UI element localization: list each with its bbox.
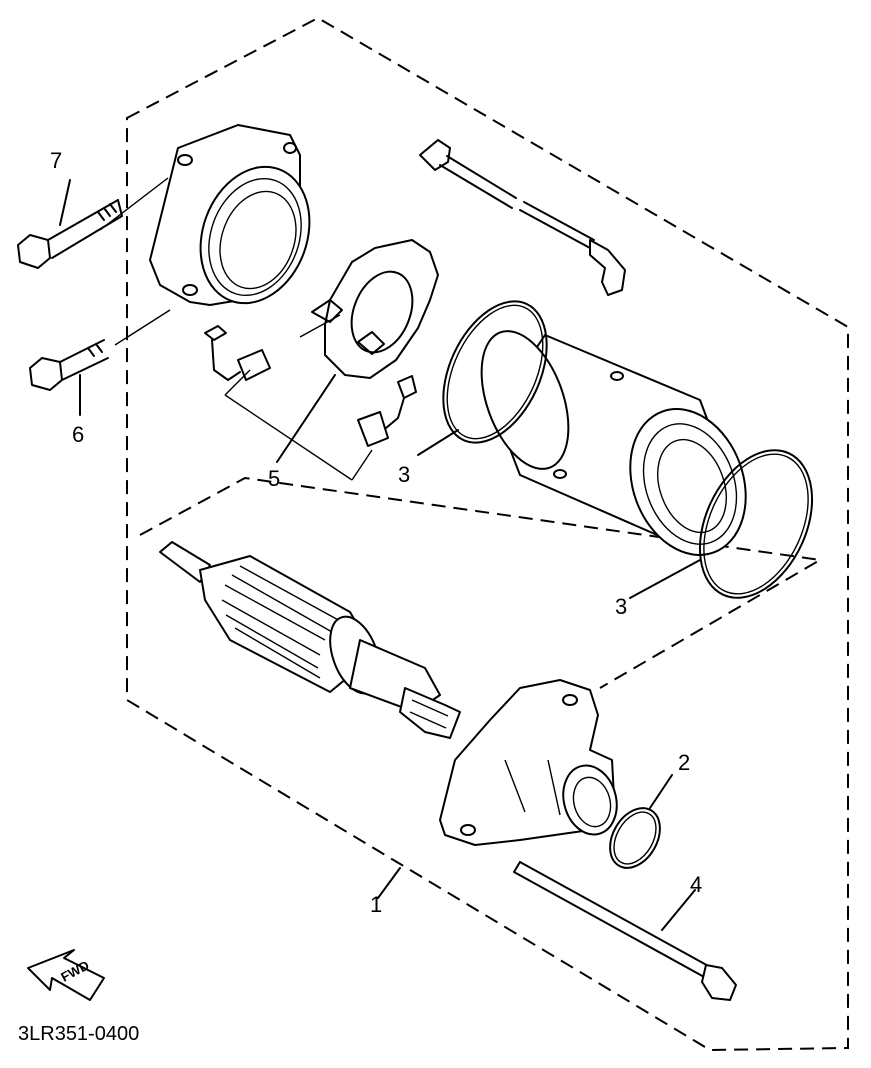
callout-7: 7 — [50, 148, 62, 173]
brush-lead-left — [204, 325, 271, 381]
brush-plate — [311, 239, 439, 379]
assembly-boundary — [126, 16, 849, 1052]
bolt-7 — [17, 199, 123, 269]
brush-right — [357, 375, 417, 447]
callout-1: 1 — [370, 892, 382, 917]
fwd-arrow-icon: FWD — [27, 949, 105, 1001]
callout-4: 4 — [690, 872, 702, 897]
callout-6: 6 — [72, 422, 84, 447]
callout-5: 5 — [268, 466, 280, 491]
callout-2: 2 — [678, 750, 690, 775]
yoke-housing — [480, 330, 747, 556]
diagram-code: 3LR351-0400 — [18, 1023, 139, 1045]
armature-group-boundary — [139, 476, 823, 689]
through-bolt-4 — [513, 861, 737, 1001]
o-ring-upper — [442, 300, 548, 444]
o-ring-front — [609, 807, 661, 869]
callout-3-upper: 3 — [398, 462, 410, 487]
callout-3-lower: 3 — [615, 594, 627, 619]
lead-wire — [419, 139, 626, 296]
armature — [159, 541, 461, 739]
o-ring-lower — [698, 449, 814, 599]
rear-cover — [149, 124, 311, 306]
bolt-6 — [29, 339, 109, 391]
front-cover — [439, 679, 618, 846]
